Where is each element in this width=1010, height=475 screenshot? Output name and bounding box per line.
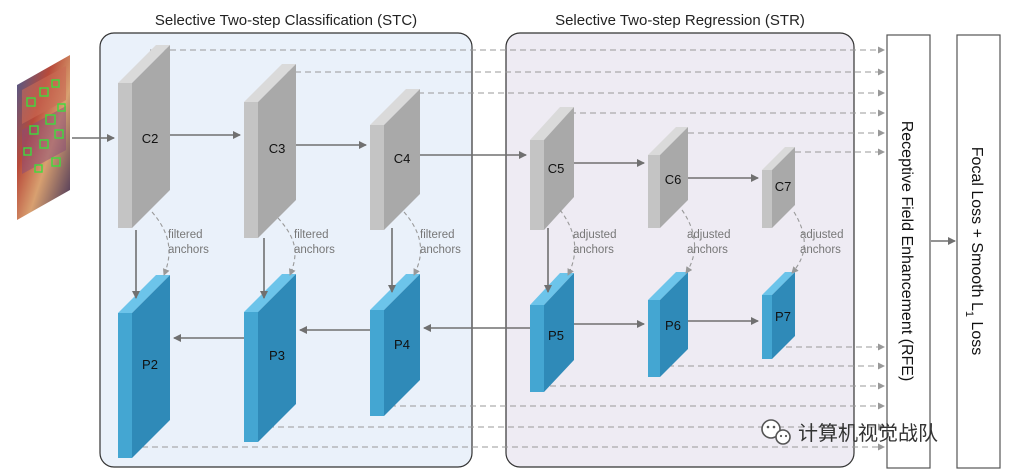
p4-map bbox=[370, 274, 420, 416]
filtered-anchors-annotations: filtered anchors filtered anchors filter… bbox=[168, 229, 461, 256]
p3-label: P3 bbox=[269, 348, 285, 363]
vertical-arrows bbox=[132, 228, 552, 299]
c2-label: C2 bbox=[142, 131, 159, 146]
annotation-filtered: filtered bbox=[420, 229, 455, 241]
annotation-anchors: anchors bbox=[168, 244, 209, 256]
wechat-icon bbox=[761, 419, 791, 445]
watermark-text: 计算机视觉战队 bbox=[798, 422, 938, 445]
c7-label: C7 bbox=[775, 179, 792, 194]
c-flow-arrows bbox=[170, 131, 759, 182]
anchor-curves bbox=[151, 209, 805, 276]
rfe-box bbox=[886, 34, 931, 469]
p5-map bbox=[530, 273, 574, 392]
p7-label: P7 bbox=[775, 309, 791, 324]
loss-box bbox=[956, 34, 1001, 469]
loss-label: Focal Loss + Smooth L1 Loss bbox=[963, 147, 985, 355]
p3-map bbox=[244, 274, 296, 442]
c7-map bbox=[762, 147, 795, 228]
c5-map bbox=[530, 107, 574, 230]
c2-map bbox=[118, 45, 170, 228]
annotation-filtered: filtered bbox=[168, 229, 203, 241]
watermark: 计算机视觉战队 bbox=[761, 419, 938, 445]
adjusted-anchors-annotations: adjusted anchors adjusted anchors adjust… bbox=[573, 229, 843, 256]
p4-label: P4 bbox=[394, 337, 410, 352]
c5-label: C5 bbox=[548, 161, 565, 176]
str-title: Selective Two-step Regression (STR) bbox=[555, 12, 805, 29]
annotation-adjusted: adjusted bbox=[573, 229, 616, 241]
c-maps bbox=[118, 45, 795, 238]
p-flow-arrows bbox=[173, 317, 759, 342]
rfe-label: Receptive Field Enhancement (RFE) bbox=[898, 121, 915, 382]
p5-label: P5 bbox=[548, 328, 564, 343]
p2-label: P2 bbox=[142, 357, 158, 372]
p7-map bbox=[762, 272, 795, 359]
annotation-anchors: anchors bbox=[294, 244, 335, 256]
annotation-adjusted: adjusted bbox=[800, 229, 843, 241]
annotation-adjusted: adjusted bbox=[687, 229, 730, 241]
p6-map bbox=[648, 272, 688, 377]
p-maps bbox=[118, 272, 795, 458]
annotation-anchors: anchors bbox=[800, 244, 841, 256]
input-image bbox=[17, 55, 70, 220]
annotation-anchors: anchors bbox=[573, 244, 614, 256]
c6-label: C6 bbox=[665, 172, 682, 187]
c3-label: C3 bbox=[269, 141, 286, 156]
c4-map bbox=[370, 89, 420, 230]
annotation-anchors: anchors bbox=[687, 244, 728, 256]
c6-map bbox=[648, 127, 688, 228]
annotation-anchors: anchors bbox=[420, 244, 461, 256]
c3-map bbox=[244, 64, 296, 238]
stc-title: Selective Two-step Classification (STC) bbox=[155, 12, 417, 29]
annotation-filtered: filtered bbox=[294, 229, 329, 241]
p6-label: P6 bbox=[665, 318, 681, 333]
c4-label: C4 bbox=[394, 151, 411, 166]
p2-map bbox=[118, 275, 170, 458]
